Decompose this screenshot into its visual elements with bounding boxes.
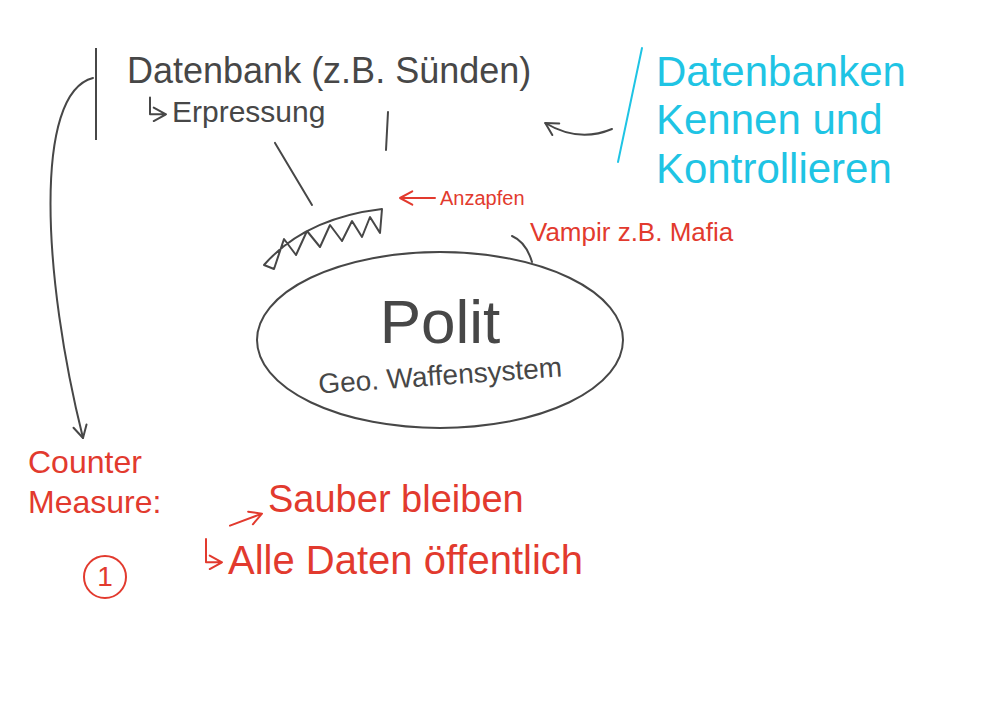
countermeasure-step: Sauber bleiben xyxy=(268,478,524,522)
teeth-outline xyxy=(262,203,387,273)
countermeasure-note: Counter Measure: Sauber bleibenAlle Daten… xyxy=(28,442,758,602)
connector xyxy=(545,123,612,135)
hook-arrow xyxy=(150,97,166,121)
countermeasure-detail: Alle Daten öffentlich xyxy=(228,537,583,583)
politics-subtitle: Geo. Waffensystem xyxy=(317,352,563,401)
database-title: Datenbank (z.B. Sünden) xyxy=(127,50,531,91)
control-note: Datenbanken Kennen und Kontrollieren xyxy=(612,42,992,199)
callout-number: 1 xyxy=(83,555,127,599)
divider-stroke xyxy=(612,42,656,192)
bracket-tick xyxy=(386,112,388,150)
arrow-head xyxy=(545,123,559,135)
politics-ellipse: PolitGeo. Waffensystem xyxy=(255,250,625,430)
connector-line xyxy=(275,143,312,205)
database-subnote: Erpressung xyxy=(172,95,531,130)
callout-text: Anzapfen xyxy=(440,186,525,210)
leader-arrow xyxy=(400,191,435,204)
connector-line xyxy=(545,123,612,135)
vampire-teeth: Vampir z.B. Mafia xyxy=(262,203,822,273)
arrow-head xyxy=(74,424,87,438)
slash-line xyxy=(618,48,642,162)
connector xyxy=(275,143,312,205)
vampire-text: Vampir z.B. Mafia xyxy=(530,217,733,248)
hook-arrow xyxy=(206,539,222,569)
ellipse-stroke xyxy=(512,236,532,262)
connector xyxy=(51,78,94,438)
countermeasure-heading: Counter Measure: xyxy=(28,442,193,522)
control-text: Datenbanken Kennen und Kontrollieren xyxy=(656,48,986,193)
database-note: Datenbank (z.B. Sünden) Erpressung xyxy=(95,48,541,140)
ellipse-shape xyxy=(257,252,623,428)
step-arrow xyxy=(230,512,262,526)
connector-line xyxy=(51,78,94,438)
politics-title: Polit xyxy=(380,288,501,356)
